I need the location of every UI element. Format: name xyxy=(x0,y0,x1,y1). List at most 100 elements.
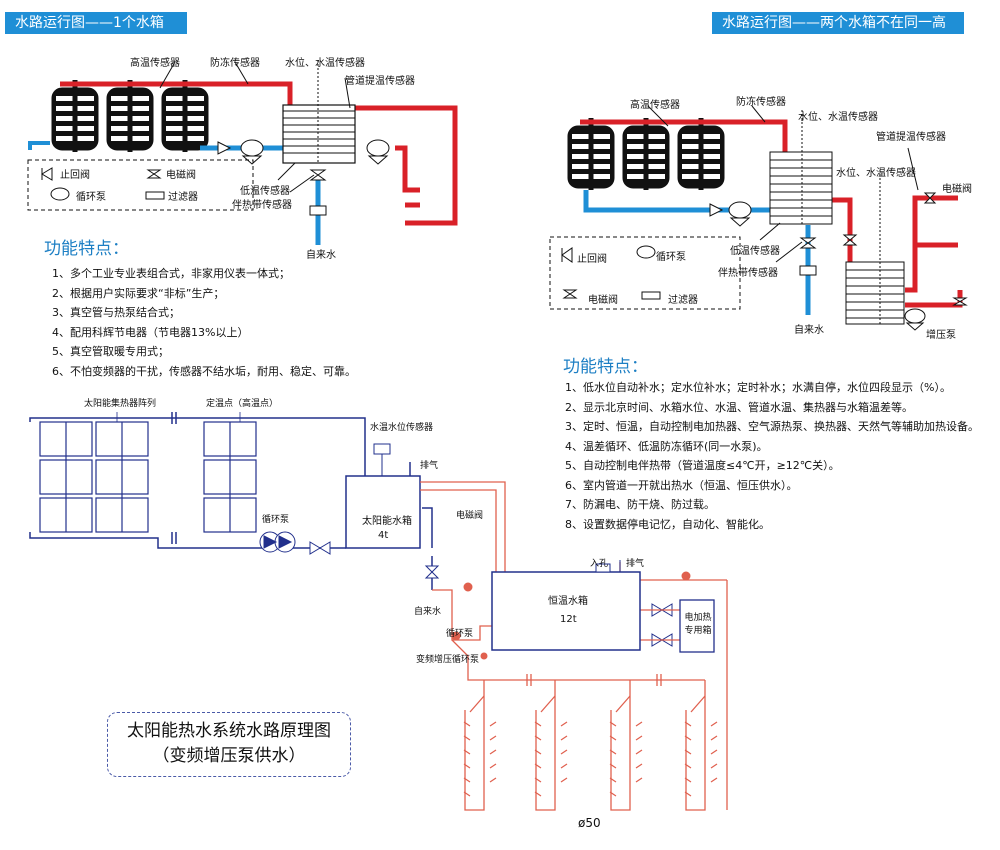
constant-tank xyxy=(491,560,641,651)
right-solenoid-valves xyxy=(842,192,968,306)
heater-box xyxy=(679,599,715,653)
right-collector-panels xyxy=(567,118,725,190)
right-tank-1 xyxy=(769,110,833,225)
right-label-pipe-temp: 管道提温传感器 xyxy=(876,132,946,143)
bottom-schematic xyxy=(29,412,728,811)
left-cold-pipe xyxy=(28,141,50,150)
right-legend-box xyxy=(549,236,741,310)
left-check-valve xyxy=(217,141,232,155)
right-hot-transfer xyxy=(830,197,853,265)
left-features-list: 1、多个工业专业表组合式，非家用仪表一体式； 2、根据用户实际要求“非标”生产；… xyxy=(52,264,356,381)
bottom-label-level-sensor: 水温水位传感器 xyxy=(370,423,434,433)
collector-array xyxy=(39,421,257,533)
left-legend-solenoid: 电磁阀 xyxy=(166,170,196,181)
right-collector-2 xyxy=(622,118,670,190)
right-label-solenoid: 电磁阀 xyxy=(942,184,972,195)
left-tank xyxy=(282,60,356,164)
collector-group-3 xyxy=(203,421,257,533)
left-collector-2 xyxy=(106,80,154,152)
collector-group-1 xyxy=(39,421,93,533)
circ-pump-symbol xyxy=(259,531,296,553)
left-label-antifreeze: 防冻传感器 xyxy=(210,58,260,69)
right-feature-item: 8、设置数据停电记忆，自动化、智能化。 xyxy=(565,517,770,531)
right-feature-item: 7、防漏电、防干烧、防过载。 xyxy=(565,498,715,511)
right-legend-solenoid: 电磁阀 xyxy=(588,295,618,306)
right-label-booster: 增压泵 xyxy=(926,330,956,341)
left-features-title: 功能特点： xyxy=(44,239,129,259)
left-banner: 水路运行图——1个水箱式 xyxy=(5,12,187,53)
right-collector-3 xyxy=(677,118,725,190)
right-booster-pump xyxy=(904,308,926,331)
left-feature-item: 6、不怕变频器的干扰，传感器不结水垢，耐用、稳定、可靠。 xyxy=(52,364,356,378)
left-legend-pump: 循环泵 xyxy=(76,192,106,203)
right-hot-pipe xyxy=(580,119,788,155)
left-valve-tap xyxy=(309,169,327,216)
right-features-list: 1、低水位自动补水；定水位补水；定时补水；水满自停，水位四段显示（%）。 2、显… xyxy=(565,378,979,534)
left-label-tap-water: 自来水 xyxy=(306,250,336,261)
right-pump xyxy=(728,201,752,227)
left-label-pipe-temp: 管道提温传感器 xyxy=(345,76,415,87)
caption-box: 太阳能热水系统水路原理图 （变频增压泵供水） xyxy=(107,712,351,777)
left-feature-item: 3、真空管与热泵结合式； xyxy=(52,306,180,319)
right-feature-item: 4、温差循环、低温防冻循环(同一水泵)。 xyxy=(565,439,768,453)
solar-tank xyxy=(345,443,421,549)
right-label-high-temp: 高温传感器 xyxy=(630,100,680,111)
bottom-label-heater: 电加热专用箱 xyxy=(684,613,712,636)
left-legend-box xyxy=(27,159,254,211)
bottom-label-circ-pump: 循环泵 xyxy=(262,515,290,525)
collector-group-2 xyxy=(95,421,149,533)
right-collector-1 xyxy=(567,118,615,190)
riser-taps xyxy=(463,721,718,797)
bottom-label-const-tank: 恒温水箱 xyxy=(548,596,588,607)
bottom-label-tap-water: 自来水 xyxy=(414,607,442,617)
left-pump-2 xyxy=(366,139,390,165)
right-label-level-temp-1: 水位、水温传感器 xyxy=(798,112,878,123)
right-label-level-temp-2: 水位、水温传感器 xyxy=(836,168,916,179)
bottom-label-solenoid1: 电磁阀 xyxy=(456,511,484,521)
right-tap-valve xyxy=(799,237,817,276)
caption-line-1: 太阳能热水系统水路原理图 xyxy=(127,721,331,741)
right-feature-item: 2、显示北京时间、水箱水位、水温、管道水温、集热器与水箱温差等。 xyxy=(565,400,913,414)
bottom-label-const-tank-cap: 12t xyxy=(560,614,577,625)
left-collector-3 xyxy=(161,80,209,152)
left-label-low-temp: 低温传感器 xyxy=(240,186,290,197)
left-label-level-temp: 水位、水温传感器 xyxy=(285,58,365,69)
bottom-label-vent1: 排气 xyxy=(420,461,439,471)
right-label-low-temp: 低温传感器 xyxy=(730,246,780,257)
right-legend-filter: 过滤器 xyxy=(668,295,698,306)
right-feature-item: 1、低水位自动补水；定水位补水；定时补水；水满自停，水位四段显示（%）。 xyxy=(565,381,951,394)
bottom-label-vent2: 排气 xyxy=(626,559,645,569)
left-hot-branch xyxy=(395,145,420,193)
left-label-high-temp: 高温传感器 xyxy=(130,58,180,69)
right-label-heat-tape: 伴热带传感器 xyxy=(718,268,778,279)
bottom-label-inlet: 入孔 xyxy=(590,559,609,569)
right-feature-item: 3、定时、恒温，自动控制电加热器、空气源热泵、换热器、天然气等辅助加热设备。 xyxy=(565,420,979,433)
right-diagram xyxy=(549,105,968,331)
left-legend-check-valve: 止回阀 xyxy=(60,170,90,181)
right-banner: 水路运行图——两个水箱不在同一高度 xyxy=(712,12,964,53)
bottom-label-vfd-pump: 变频增压循环泵 xyxy=(416,655,480,665)
right-tank-2 xyxy=(845,170,905,325)
left-feature-item: 4、配用科辉节电器（节电器13%以上） xyxy=(52,325,249,339)
right-label-tap-water: 自来水 xyxy=(794,325,824,336)
bottom-label-fixed-temp: 定温点（高温点） xyxy=(206,399,279,409)
bottom-label-solar-tank: 太阳能水箱 xyxy=(362,516,412,527)
left-label-heat-tape: 伴热带传感器 xyxy=(232,200,292,211)
left-collector-panels xyxy=(51,80,209,152)
right-features-title: 功能特点： xyxy=(563,357,648,377)
right-check-valve xyxy=(709,203,724,217)
left-hot-out-pipe xyxy=(355,105,458,226)
left-feature-item: 2、根据用户实际要求“非标”生产； xyxy=(52,286,225,300)
bottom-label-circ-pump2: 循环泵 xyxy=(446,629,474,639)
right-legend-pump: 循环泵 xyxy=(656,252,686,263)
right-legend-check-valve: 止回阀 xyxy=(577,254,607,265)
right-feature-item: 6、室内管道一开就出热水（恒温、恒压供水）。 xyxy=(565,478,798,492)
left-diagram xyxy=(27,60,458,245)
right-label-antifreeze: 防冻传感器 xyxy=(736,97,786,108)
left-feature-item: 5、真空管取暖专用式； xyxy=(52,345,169,358)
right-feature-item: 5、自动控制电伴热带（管道温度≤4℃开，≥12℃关）。 xyxy=(565,459,840,472)
bottom-label-pipe-size: ø50 xyxy=(578,816,601,830)
bottom-label-solar-tank-cap: 4t xyxy=(378,530,389,541)
left-legend-filter: 过滤器 xyxy=(168,192,198,203)
left-collector-1 xyxy=(51,80,99,152)
